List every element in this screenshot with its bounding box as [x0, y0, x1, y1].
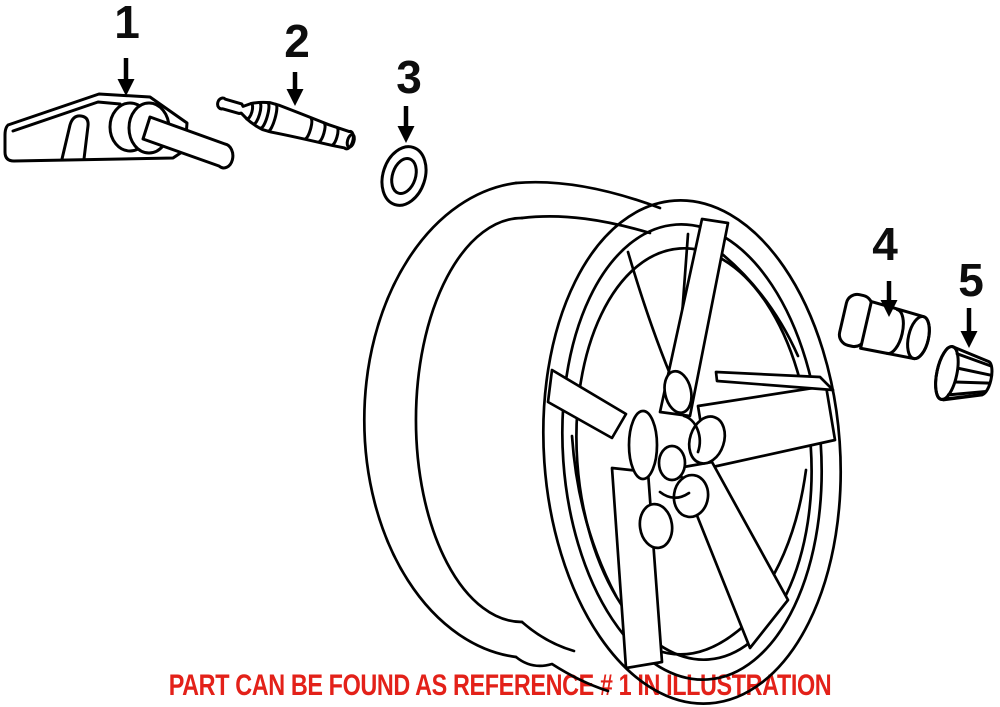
valve-stem-illustration	[216, 96, 356, 151]
wheel-top-inner-curve	[520, 215, 652, 235]
wheel-window-wedge-left-curve	[626, 250, 672, 376]
hub-detail-arc-2	[658, 490, 691, 500]
wheel-spoke-bottom-left	[610, 466, 664, 670]
cap-rib-1	[955, 352, 993, 368]
sensor-slot	[60, 114, 90, 161]
wheel-window-arc-left	[570, 434, 618, 598]
callout-arrow-icon-5	[960, 308, 978, 348]
hub-bump-bottom	[638, 502, 674, 550]
wheel-nut-illustration	[837, 292, 931, 361]
callout-arrow-icon-3	[397, 106, 415, 143]
hub-detail-arc-1	[682, 414, 702, 454]
sensor-stem	[141, 115, 235, 170]
wheel-top-silhouette	[514, 180, 662, 210]
callout-label-5: 5	[958, 254, 984, 306]
callout-label-3: 3	[396, 51, 422, 103]
cap-rib-2	[956, 366, 993, 377]
tpms-sensor-illustration	[3, 92, 235, 170]
wheel-spoke-top	[658, 217, 730, 418]
nut-end-cap	[906, 314, 931, 361]
valve-stem-ridge-3	[259, 101, 271, 130]
wheel-window-arc-bottom	[654, 622, 748, 656]
valve-stem-outline	[216, 96, 355, 151]
callout-label-4: 4	[872, 218, 898, 270]
hub-bump-left	[627, 409, 659, 481]
grommet-inner	[390, 157, 418, 195]
valve-stem-ridge-7	[331, 126, 340, 147]
callout-arrow-icon-1	[117, 58, 135, 96]
wheel-barrel-outer-arc	[363, 181, 518, 659]
hub-center-boss	[657, 444, 687, 482]
callout-label-2: 2	[284, 15, 310, 67]
sensor-inner-edge	[11, 100, 122, 133]
wheel-spoke-left	[546, 368, 628, 440]
caption-text: PART CAN BE FOUND AS REFERENCE # 1 IN IL…	[168, 669, 832, 702]
cap-rib-4	[946, 390, 988, 397]
wheel-nut-cap-illustration	[934, 345, 994, 402]
valve-stem-ridge-2	[252, 101, 263, 126]
nut-mid-ridge	[885, 308, 905, 355]
valve-stem-ridge-5	[304, 117, 314, 141]
cap-rib-3	[953, 380, 992, 385]
callout-arrow-icon-2	[286, 72, 304, 106]
wheel-face-outer-ellipse	[541, 199, 843, 705]
grommet-outer	[380, 145, 428, 207]
callout-label-1: 1	[114, 0, 140, 48]
wheel-bottom-inner-curve	[520, 620, 576, 653]
callout-arrow-icon-4	[880, 281, 898, 317]
valve-stem-ridge-1	[245, 101, 255, 121]
wheel-hub-lug-cloud	[627, 369, 727, 550]
cap-rib-5	[941, 393, 984, 402]
hub-bump-lower-right	[672, 473, 710, 519]
wheel-spoke-right-blade	[714, 370, 835, 392]
valve-stem-ridge-4	[266, 102, 279, 133]
grommet-illustration	[380, 145, 428, 207]
cap-face-ellipse	[934, 345, 960, 402]
wheel-illustration	[363, 180, 843, 705]
wheel-barrel-inner-arc	[414, 216, 524, 624]
hub-bump-top	[663, 369, 693, 415]
wheel-bottom-lip	[514, 655, 610, 693]
valve-stem-end-cap	[345, 133, 356, 149]
valve-stem-ridge-6	[317, 121, 327, 144]
